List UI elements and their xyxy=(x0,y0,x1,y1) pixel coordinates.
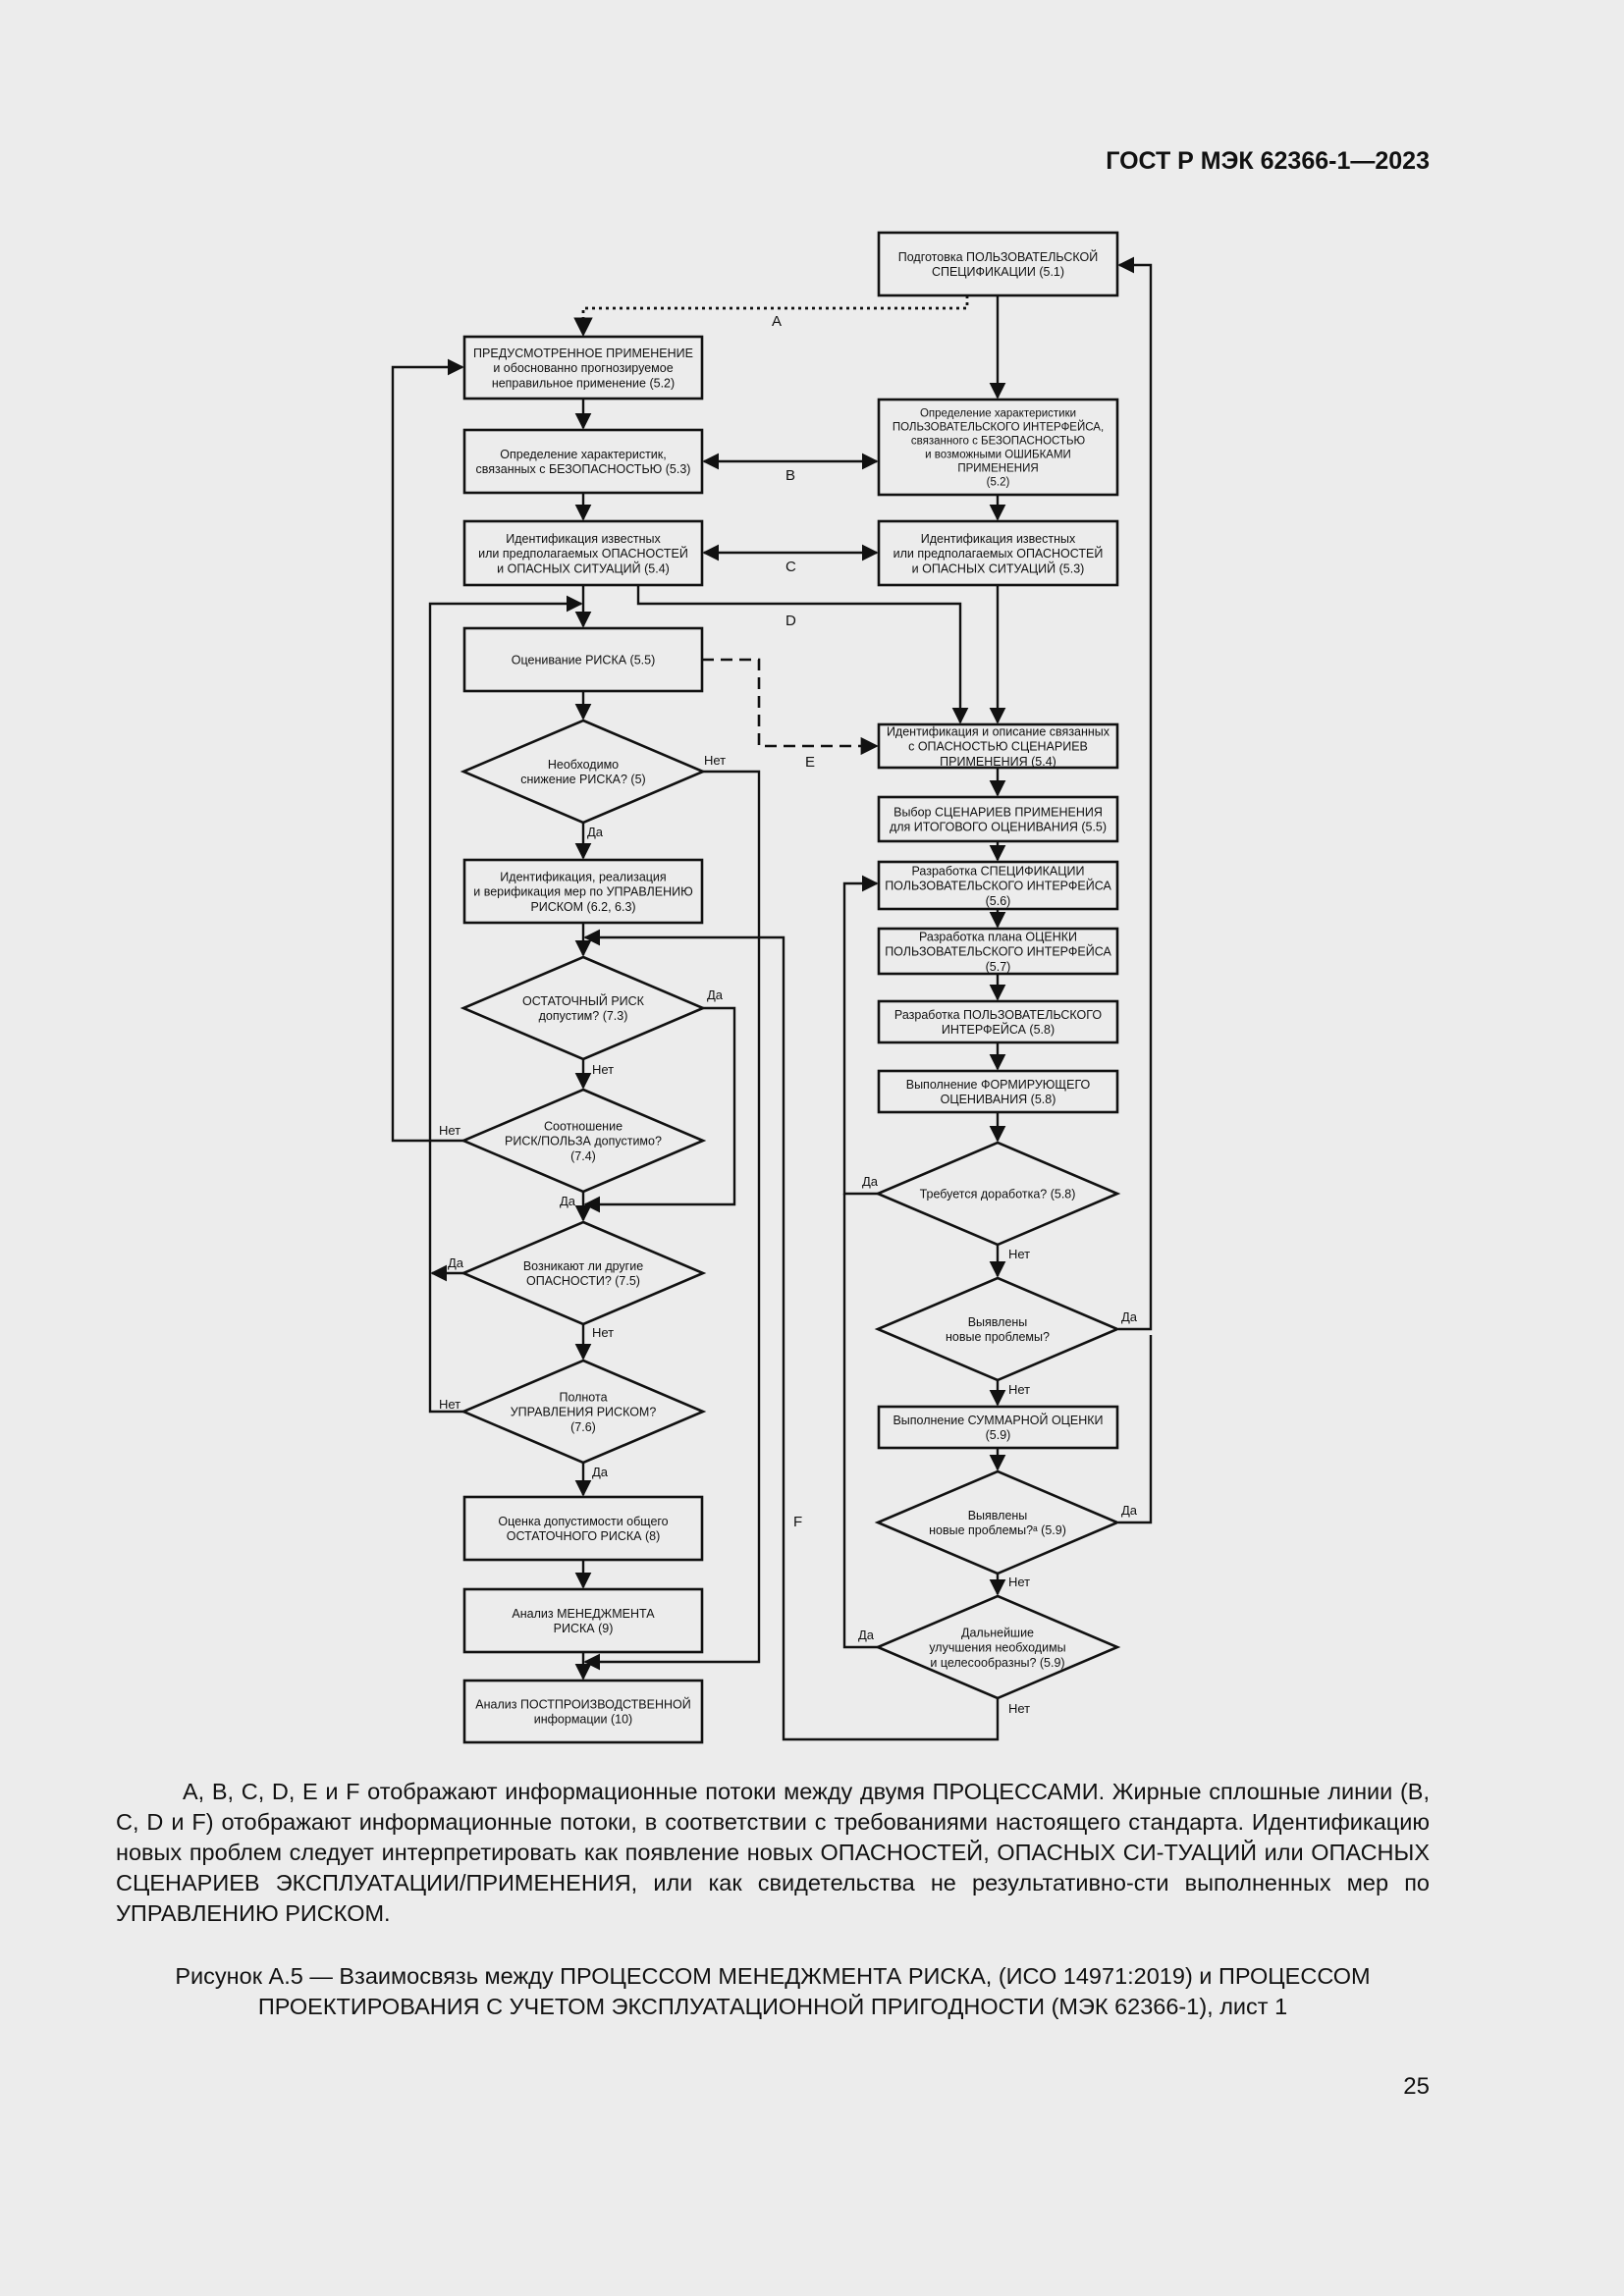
edge-label: Нет xyxy=(592,1325,614,1340)
n-char-box xyxy=(462,428,704,495)
n-summ-label: Выполнение СУММАРНОЙ ОЦЕНКИ(5.9) xyxy=(893,1413,1103,1442)
edge-label: Да xyxy=(1121,1503,1138,1518)
flow-arrow xyxy=(636,585,969,724)
n-post-box xyxy=(462,1679,704,1744)
d-resid-decision xyxy=(460,955,707,1061)
d-new2-decision xyxy=(874,1469,1121,1575)
flow-arrow xyxy=(842,1194,878,1649)
standard-designation: ГОСТ Р МЭК 62366-1—2023 xyxy=(1106,147,1430,175)
edge-label: Да xyxy=(448,1255,464,1270)
flow-arrow xyxy=(583,1006,736,1213)
n-risk-label: Оценивание РИСКА (5.5) xyxy=(512,654,655,667)
edge-label: Да xyxy=(858,1628,875,1642)
d-rework-decision xyxy=(874,1141,1121,1247)
edge-label: Да xyxy=(707,988,724,1002)
edge-label: Да xyxy=(592,1465,609,1479)
flow-arrow xyxy=(702,658,879,756)
edge-label: D xyxy=(785,613,796,629)
edge-label: Нет xyxy=(592,1062,614,1077)
flow-arrow xyxy=(428,595,583,1414)
n-devui-box xyxy=(877,999,1119,1044)
flow-arrow xyxy=(391,358,464,1143)
edge-label: Нет xyxy=(1008,1575,1030,1589)
edge-label: Нет xyxy=(1008,1247,1030,1261)
n-summ-box xyxy=(877,1405,1119,1450)
edge-label: Нет xyxy=(439,1123,460,1138)
n-overall-box xyxy=(462,1495,704,1562)
n-ui-box xyxy=(877,398,1119,497)
edge-label: Нет xyxy=(704,753,726,768)
d-full-decision xyxy=(460,1359,707,1465)
flow-arrow xyxy=(583,929,1000,1741)
n-form-box xyxy=(877,1069,1119,1114)
n-use-box xyxy=(462,335,704,400)
edge-label: A xyxy=(772,313,782,330)
d-further-decision xyxy=(874,1594,1121,1700)
n-char-label: Определение характеристик,связанных с БЕ… xyxy=(476,448,691,476)
n-devspec-box xyxy=(877,860,1119,911)
n-mgmt-box xyxy=(462,1587,704,1654)
d-red-decision xyxy=(460,719,707,825)
n-sel-box xyxy=(877,795,1119,843)
edge-label: Да xyxy=(587,825,604,839)
edge-label: E xyxy=(805,754,815,771)
edge-label: B xyxy=(785,467,795,484)
d-rb-decision xyxy=(460,1088,707,1194)
figure-note: A, B, C, D, E и F отображают информацион… xyxy=(116,1779,1430,1926)
flow-arrow xyxy=(583,770,761,1671)
edge-label: Нет xyxy=(439,1397,460,1412)
edge-label: Да xyxy=(862,1174,879,1189)
edge-label: Нет xyxy=(1008,1701,1030,1716)
flow-arrow xyxy=(1117,256,1153,1331)
n-hazR-box xyxy=(877,519,1119,587)
n-plan-box xyxy=(877,927,1119,976)
n-scen-box xyxy=(877,722,1119,770)
flow-arrow xyxy=(842,875,879,1196)
n-ctrl-box xyxy=(462,858,704,925)
flow-arrow xyxy=(1118,1335,1153,1524)
figure-caption: Рисунок А.5 — Взаимосвязь между ПРОЦЕССО… xyxy=(175,1963,1371,2019)
n-hazL-box xyxy=(462,519,704,587)
n-spec-box xyxy=(877,231,1119,297)
page-number: 25 xyxy=(1403,2073,1430,2100)
edge-label: Нет xyxy=(1008,1382,1030,1397)
d-rework-label: Требуется доработка? (5.8) xyxy=(920,1188,1076,1201)
edge-label: F xyxy=(793,1514,802,1530)
edge-label: Да xyxy=(1121,1309,1138,1324)
d-new1-decision xyxy=(874,1276,1121,1382)
d-other-decision xyxy=(460,1220,707,1326)
n-risk-box xyxy=(462,626,704,693)
edge-label: Да xyxy=(560,1194,576,1208)
edge-label: C xyxy=(785,559,796,575)
